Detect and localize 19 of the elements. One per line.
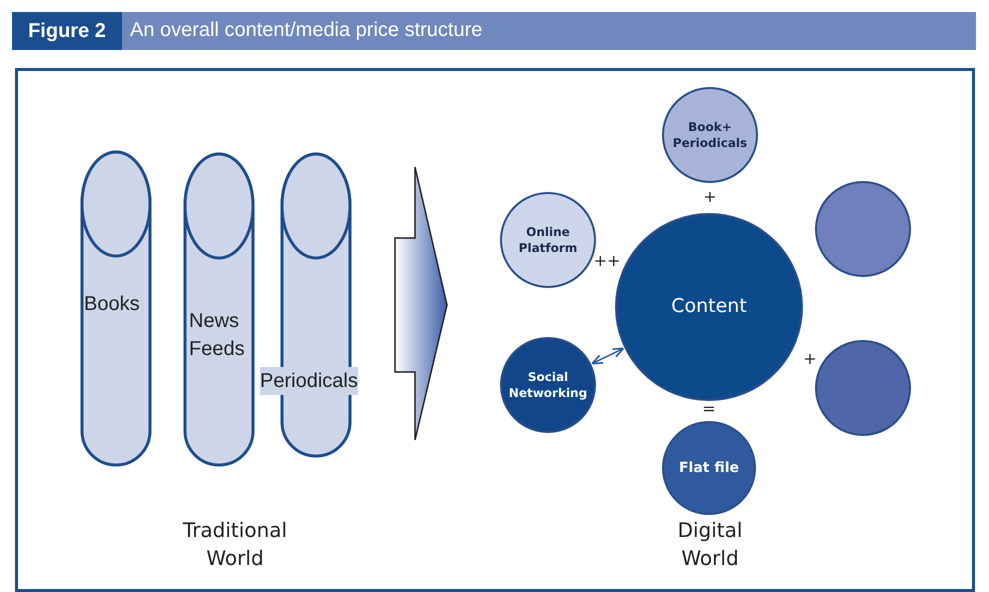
figure-title: An overall content/media price structure	[130, 19, 482, 42]
node-label: Social Networking	[508, 368, 588, 402]
cylinder-shape	[80, 150, 152, 467]
node-label: Online Platform	[518, 224, 578, 256]
operator-sign: +	[702, 186, 718, 208]
operator-sign: +	[802, 348, 818, 370]
node-label: Flat file	[678, 458, 740, 478]
double-arrow	[591, 348, 624, 364]
node-label: Book+ Periodicals	[672, 118, 748, 152]
world-label: Digital World	[676, 517, 744, 572]
node-label: Content	[671, 294, 747, 320]
operator-sign: =	[701, 398, 717, 420]
cylinder-label: Books	[84, 292, 141, 317]
figure-number: Figure 2	[12, 12, 122, 50]
world-label: Traditional World	[182, 517, 288, 572]
cylinder-shape	[183, 152, 255, 467]
operator-sign: ++	[592, 250, 622, 272]
cylinder-label: Periodicals	[260, 367, 358, 395]
cylinder-label: News Feeds	[189, 309, 246, 362]
